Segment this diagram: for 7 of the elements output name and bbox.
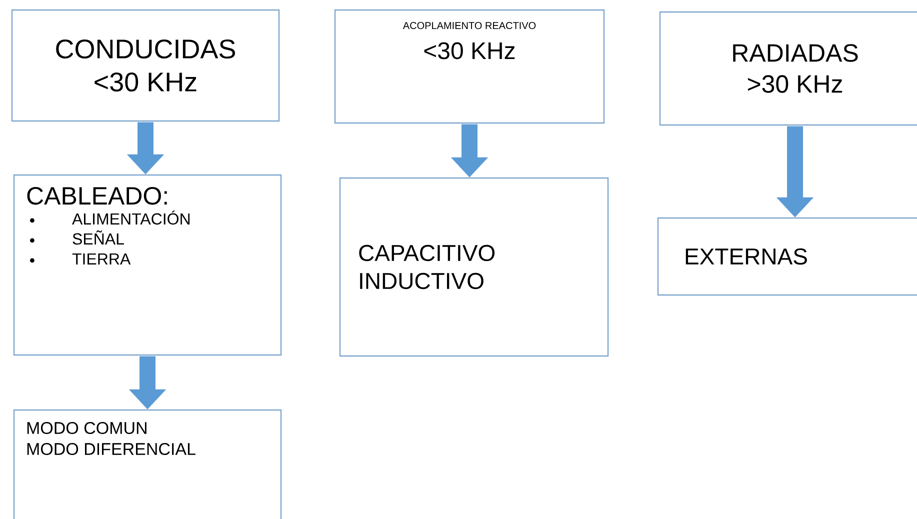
box: CAPACITIVO INDUCTIVO (339, 177, 609, 357)
box: CONDUCIDAS <30 KHz (11, 9, 280, 122)
box: EXTERNAS (657, 217, 917, 296)
box: MODO COMUN MODO DIFERENCIAL (13, 409, 282, 519)
box: ACOPLAMIENTO REACTIVO <30 KHz (334, 9, 605, 124)
box: CABLEADO: ALIMENTACIÓN SEÑAL TIERRA (13, 174, 282, 356)
box: RADIADAS >30 KHz (659, 11, 917, 126)
